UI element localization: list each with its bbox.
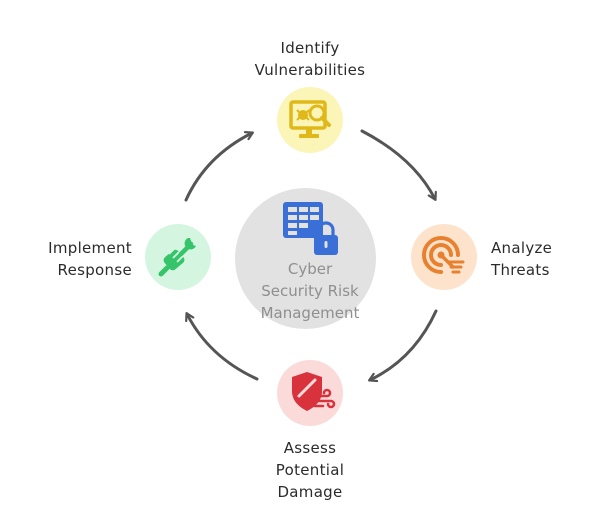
monitor-search-icon (289, 100, 331, 138)
hand-wrench-icon (158, 238, 196, 277)
implement-node (145, 224, 211, 290)
identify-line-2: Vulnerabilities (254, 61, 366, 79)
assess-line-1: Assess (283, 439, 337, 457)
identify-node (277, 87, 343, 153)
implement-label: Implement Response (34, 237, 132, 281)
implement-line-2: Response (57, 261, 132, 279)
spreadsheet-lock-icon (283, 202, 338, 255)
identify-line-1: Identify (280, 39, 340, 57)
analyze-line-1: Analyze (491, 239, 553, 257)
assess-node (277, 360, 343, 426)
analyze-line-2: Threats (491, 261, 550, 279)
center-line-3: Management (260, 304, 360, 322)
assess-line-2: Potential (275, 461, 345, 479)
shield-wind-icon (292, 372, 336, 411)
center-line-1: Cyber (287, 260, 333, 278)
implement-line-1: Implement (48, 239, 132, 257)
arrow-implement-to-identify (184, 133, 252, 202)
arrow-assess-to-implement (187, 314, 259, 381)
radar-icon (422, 236, 465, 274)
center-line-2: Security Risk (261, 282, 359, 300)
analyze-label: Analyze Threats (491, 237, 552, 281)
center-title: Cyber Security Risk Management (240, 258, 380, 324)
identify-label: Identify Vulnerabilities (240, 37, 380, 81)
assess-label: Assess Potential Damage (240, 437, 380, 503)
analyze-node (411, 224, 477, 290)
arrow-analyze-to-assess (370, 309, 438, 380)
assess-line-3: Damage (277, 483, 343, 501)
arrow-identify-to-analyze (360, 129, 435, 199)
